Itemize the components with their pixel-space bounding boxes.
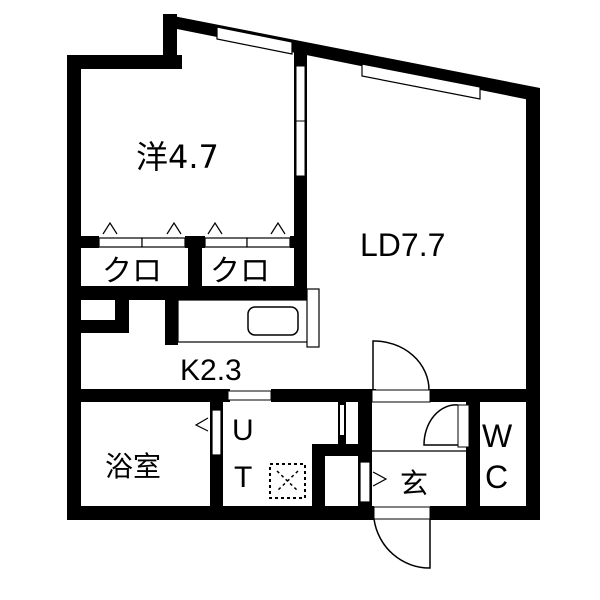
room-label-closet-2: クロ xyxy=(210,254,270,289)
ut-post-gap xyxy=(340,405,344,435)
wall-k-bottom-b xyxy=(271,389,376,402)
wall-ut-right xyxy=(312,444,325,520)
wc-door xyxy=(423,404,470,448)
front-door[interactable] xyxy=(373,506,431,569)
ut-door xyxy=(227,390,272,401)
shoe-storage xyxy=(325,456,358,506)
window-western-room xyxy=(216,26,293,55)
bath-door-arrow-icon xyxy=(194,417,209,432)
ld-door xyxy=(371,340,431,403)
room-label-western: 洋4.7 xyxy=(136,138,219,176)
fridge-space xyxy=(306,288,320,348)
wall-top-left xyxy=(67,55,182,69)
interior-walls xyxy=(67,48,540,520)
wall-notch xyxy=(163,14,177,69)
kitchen-counter xyxy=(177,288,320,348)
window-living xyxy=(361,63,481,100)
wall-ut-shelf-top xyxy=(312,444,372,456)
washer-x-icon xyxy=(276,470,299,492)
room-label-entrance: 玄 xyxy=(400,467,428,500)
shoe-door xyxy=(359,461,371,503)
closet-triangles xyxy=(102,221,286,235)
wall-kitchen-divider xyxy=(165,286,178,345)
closet-doors xyxy=(98,237,291,248)
wall-right xyxy=(526,88,540,520)
room-label-utility-t: T xyxy=(234,461,252,494)
wall-closet-top-a xyxy=(67,236,99,248)
room-label-bathroom: 浴室 xyxy=(105,450,161,483)
wall-closet-top-c xyxy=(290,236,307,248)
wall-small-box-bottom xyxy=(67,320,129,333)
door-swing-icon xyxy=(423,404,459,446)
sink-icon xyxy=(247,306,299,336)
room-label-toilet-w: W xyxy=(482,418,513,454)
wall-k-bottom-c xyxy=(430,389,540,402)
wall-k-bottom-a xyxy=(67,389,230,402)
room-label-utility-u: U xyxy=(232,414,254,447)
room-label-closet-1: クロ xyxy=(102,254,162,289)
shoe-door-arrow-icon xyxy=(372,471,388,487)
wall-bottom-right xyxy=(430,506,540,520)
room-label-kitchen: K2.3 xyxy=(180,354,242,387)
windows xyxy=(216,26,481,100)
room-label-living-dining: LD7.7 xyxy=(360,227,445,263)
bath-door xyxy=(211,409,222,456)
door-swing-icon xyxy=(372,340,430,391)
door-swing-icon xyxy=(373,518,431,569)
wall-between-closets xyxy=(188,236,202,288)
washer-space-icon xyxy=(269,463,306,499)
room-label-toilet-c: C xyxy=(485,459,508,495)
